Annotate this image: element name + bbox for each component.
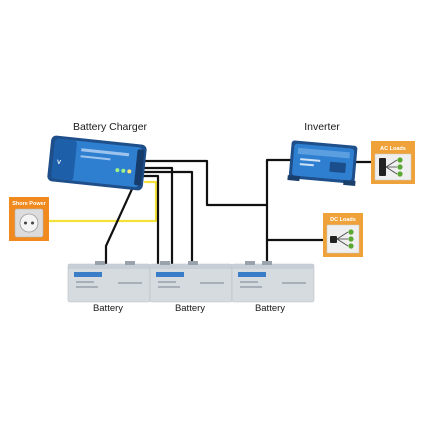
- shore-power[interactable]: Shore Power: [9, 197, 49, 241]
- ac-loads[interactable]: AC Loads: [371, 141, 415, 184]
- battery-1[interactable]: Battery: [67, 261, 151, 314]
- shore-power-label: Shore Power: [12, 201, 46, 207]
- battery-3-label: Battery: [255, 303, 285, 314]
- ac-loads-label: AC Loads: [380, 146, 406, 152]
- charger-cable-3: [141, 170, 194, 270]
- battery-1-label: Battery: [93, 303, 123, 314]
- battery-icon: [67, 261, 151, 303]
- power-socket-icon: [14, 208, 44, 238]
- inverter-label: Inverter: [304, 121, 340, 133]
- battery-charger[interactable]: Battery Charger V: [47, 121, 148, 191]
- inverter-icon: [287, 140, 358, 186]
- cables: [46, 158, 378, 270]
- charger-cable-4: [141, 174, 160, 270]
- inverter-bus-cable: [265, 158, 292, 270]
- battery-charger-label: Battery Charger: [73, 121, 148, 133]
- battery-icon: [149, 261, 233, 303]
- charger-cable-1: [104, 163, 145, 270]
- battery-charger-icon: V: [47, 135, 147, 191]
- charger-cable-2: [141, 166, 174, 270]
- ac-outlet-icon: [374, 153, 412, 181]
- charger-to-bus-cable: [141, 159, 269, 207]
- inverter[interactable]: Inverter: [287, 121, 358, 186]
- battery-icon: [231, 261, 315, 303]
- battery-2-label: Battery: [175, 303, 205, 314]
- battery-3[interactable]: Battery: [231, 261, 315, 314]
- dc-outlet-icon: [326, 224, 360, 254]
- battery-2[interactable]: Battery: [149, 261, 233, 314]
- shore-power-cable: [46, 180, 158, 223]
- svg-text:V: V: [56, 160, 61, 166]
- dc-loads[interactable]: DC Loads: [323, 213, 363, 257]
- dc-loads-label: DC Loads: [330, 217, 356, 223]
